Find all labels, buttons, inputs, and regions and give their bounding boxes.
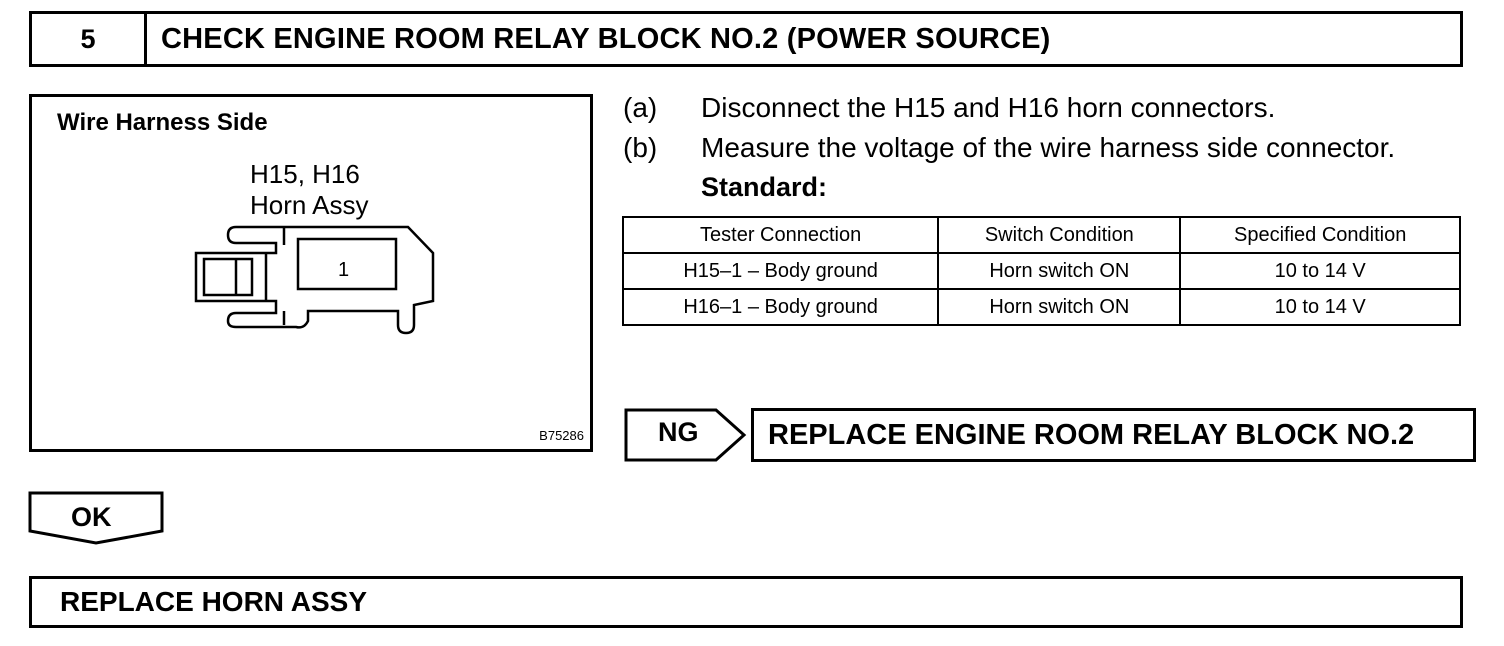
connector-label: H15, H16 Horn Assy	[250, 159, 369, 221]
spec-table: Tester Connection Switch Condition Speci…	[621, 216, 1461, 326]
terminal-number: 1	[338, 259, 350, 281]
step-title: CHECK ENGINE ROOM RELAY BLOCK NO.2 (POWE…	[161, 22, 1051, 55]
table-header-row: Tester Connection Switch Condition Speci…	[621, 216, 1461, 254]
ng-result-box: REPLACE ENGINE ROOM RELAY BLOCK NO.2	[751, 408, 1476, 462]
instruction-text: Disconnect the H15 and H16 horn connecto…	[701, 92, 1276, 123]
table-header-cell: Specified Condition	[1179, 216, 1461, 254]
table-cell: 10 to 14 V	[1179, 288, 1461, 326]
table-row: H15–1 – Body ground Horn switch ON 10 to…	[621, 252, 1461, 290]
ng-result-text: REPLACE ENGINE ROOM RELAY BLOCK NO.2	[768, 418, 1415, 451]
ok-label: OK	[71, 502, 112, 532]
ng-arrow-icon	[624, 408, 747, 462]
ok-result-text: REPLACE HORN ASSY	[60, 586, 368, 617]
table-cell: 10 to 14 V	[1179, 252, 1461, 290]
step-header: 5 CHECK ENGINE ROOM RELAY BLOCK NO.2 (PO…	[29, 11, 1463, 67]
table-cell: Horn switch ON	[937, 252, 1182, 290]
instruction-text: Measure the voltage of the wire harness …	[701, 132, 1396, 163]
table-row: H16–1 – Body ground Horn switch ON 10 to…	[621, 288, 1461, 326]
connector-figure: Wire Harness Side H15, H16 Horn Assy 1 B…	[29, 94, 593, 452]
figure-caption: Wire Harness Side	[57, 109, 268, 136]
ok-arrow-icon	[28, 491, 164, 545]
connector-label-line1: H15, H16	[250, 159, 360, 189]
ng-label: NG	[658, 417, 699, 447]
table-cell: Horn switch ON	[937, 288, 1182, 326]
connector-label-line2: Horn Assy	[250, 190, 369, 220]
table-header-cell: Tester Connection	[621, 216, 940, 254]
instruction-letter: (a)	[623, 92, 658, 123]
connector-drawing	[194, 225, 435, 335]
instruction-letter: (b)	[623, 132, 658, 163]
table-cell: H16–1 – Body ground	[621, 288, 940, 326]
standard-label: Standard:	[701, 172, 828, 202]
table-cell: H15–1 – Body ground	[621, 252, 940, 290]
ok-result-box: REPLACE HORN ASSY	[29, 576, 1463, 628]
table-header-cell: Switch Condition	[937, 216, 1182, 254]
step-number: 5	[32, 14, 147, 64]
figure-code: B75286	[539, 428, 584, 443]
